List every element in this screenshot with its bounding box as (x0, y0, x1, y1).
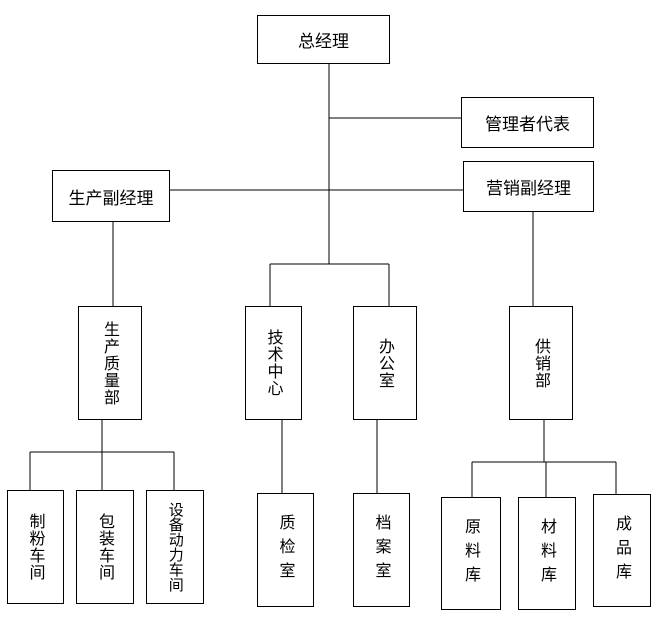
production-vp-label: 生产副经理 (68, 188, 154, 209)
tech-center-label: 技术中心 (264, 329, 284, 397)
production-quality-dept-label: 生产质量部 (101, 320, 120, 406)
raw-materials-store-label: 原料库 (462, 517, 481, 590)
packing-workshop-label: 包装车间 (96, 513, 115, 581)
quality-room-label: 质检室 (276, 514, 296, 586)
milling-workshop-box: 制粉车间 (7, 490, 64, 604)
management-rep-box: 管理者代表 (461, 97, 594, 148)
marketing-vp-label: 营销副经理 (486, 179, 571, 199)
office-label: 办公室 (376, 337, 395, 389)
finished-goods-store-box: 成品库 (593, 494, 651, 607)
office-box: 办公室 (353, 306, 417, 420)
quality-room-box: 质检室 (257, 493, 314, 607)
materials-store-label: 材料库 (538, 517, 557, 590)
general-manager-label: 总经理 (298, 32, 349, 52)
tech-center-box: 技术中心 (245, 306, 302, 420)
archives-room-box: 档案室 (353, 493, 410, 607)
materials-store-box: 材料库 (518, 497, 576, 610)
archives-room-label: 档案室 (372, 514, 392, 586)
production-quality-dept-box: 生产质量部 (78, 306, 142, 420)
equipment-power-workshop-box: 设备动力车间 (146, 490, 204, 604)
supply-sales-dept-box: 供销部 (509, 306, 573, 420)
production-vp-box: 生产副经理 (52, 170, 170, 222)
packing-workshop-box: 包装车间 (76, 490, 134, 604)
management-rep-label: 管理者代表 (485, 115, 570, 135)
supply-sales-dept-label: 供销部 (532, 337, 551, 389)
marketing-vp-box: 营销副经理 (463, 161, 594, 212)
equipment-power-workshop-label: 设备动力车间 (166, 502, 185, 592)
raw-materials-store-box: 原料库 (441, 497, 501, 610)
milling-workshop-label: 制粉车间 (26, 513, 46, 581)
finished-goods-store-label: 成品库 (613, 514, 632, 587)
general-manager-box: 总经理 (257, 15, 390, 64)
